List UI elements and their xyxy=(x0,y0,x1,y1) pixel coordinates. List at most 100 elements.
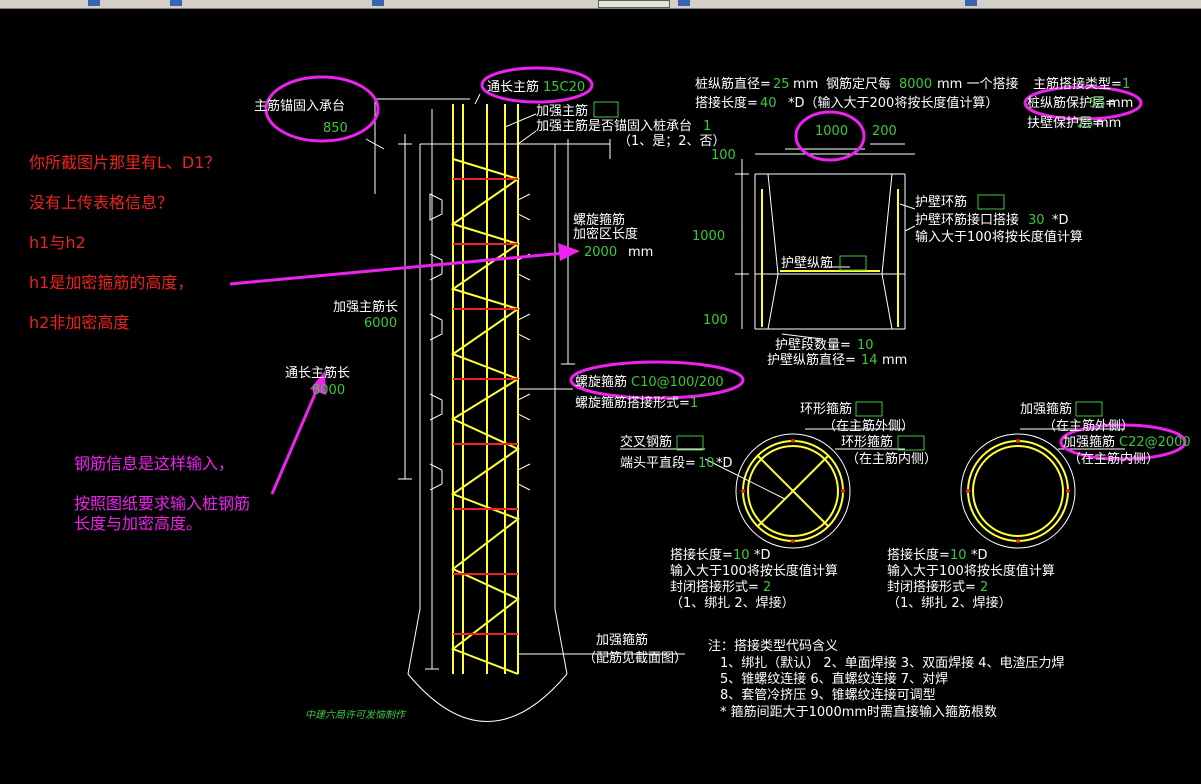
main-bar-value[interactable]: 15C20 xyxy=(543,80,585,95)
dense-len-value[interactable]: 2000 xyxy=(584,245,617,260)
stiffening-stirrups xyxy=(453,178,518,635)
notes-line-3: 8、套管冷挤压 9、锥螺纹连接可调型 xyxy=(720,687,936,703)
end-value[interactable]: 10 xyxy=(698,456,715,471)
highlight-dim-1000 xyxy=(794,110,866,162)
toolbar-icon[interactable] xyxy=(88,0,100,6)
extra-anchor-options: （1、是；2、否） xyxy=(618,134,726,149)
dim-top[interactable]: 1000 xyxy=(815,124,848,139)
dia-unit: mm xyxy=(793,77,818,92)
ring-bar-input[interactable] xyxy=(977,194,1005,210)
extra-len-label: 加强主筋长 xyxy=(333,299,398,315)
long-dia-value[interactable]: 14 xyxy=(861,353,878,368)
right-lap-value[interactable]: 10 xyxy=(950,548,967,563)
section-left-drawing xyxy=(620,428,905,549)
cover-unit: mm xyxy=(1108,96,1133,111)
pile-rebar-drawing: 你所截图片那里有L、D1？ 没有上传表格信息？ h1与h2 h1是加密箍筋的高度… xyxy=(29,66,1191,722)
annotation-red-5: h2非加密高度 xyxy=(29,313,129,332)
ring-lap-note: 输入大于100将按长度值计算 xyxy=(915,229,1083,245)
toolbar-icon[interactable] xyxy=(372,0,384,6)
toolbar-strip xyxy=(0,0,1201,9)
right-lap-note: 输入大于100将按长度值计算 xyxy=(887,563,1055,579)
annotation-red-3: h1与h2 xyxy=(29,233,86,252)
extra-bar-input[interactable] xyxy=(593,101,619,118)
lap-type-label: 主筋搭接类型= xyxy=(1033,76,1122,92)
stiff-in-value[interactable]: C22@2000 xyxy=(1119,435,1191,450)
left-close-value[interactable]: 2 xyxy=(763,580,771,595)
cover-label: 桩纵筋保护层= xyxy=(1027,95,1116,111)
right-close-options: （1、绑扎 2、焊接） xyxy=(887,595,1012,611)
extra-anchor-value[interactable]: 1 xyxy=(703,119,711,134)
cad-drawing-canvas[interactable]: 你所截图片那里有L、D1？ 没有上传表格信息？ h1与h2 h1是加密箍筋的高度… xyxy=(0,9,1201,784)
extra-bar-label: 加强主筋 xyxy=(536,103,588,119)
stiff-out-label: 加强箍筋 xyxy=(1020,401,1072,417)
ring-out-label: 环形箍筋 xyxy=(800,401,852,417)
stiff-label: 加强箍筋 xyxy=(596,632,648,648)
cover-value[interactable]: 55 xyxy=(1089,96,1106,111)
left-close-options: （1、绑扎 2、焊接） xyxy=(670,595,795,611)
highlight-stiff-ring xyxy=(1059,423,1187,461)
end-unit: *D xyxy=(716,456,733,471)
right-close-value[interactable]: 2 xyxy=(980,580,988,595)
count-value[interactable]: 10 xyxy=(857,338,874,353)
ring-lap-value[interactable]: 30 xyxy=(1028,213,1045,228)
highlight-cover xyxy=(1023,85,1143,121)
cross-label: 交叉钢筋 xyxy=(620,434,672,450)
annotation-red-1: 你所截图片那里有L、D1？ xyxy=(29,153,220,172)
stiff-out-note: （在主筋外侧） xyxy=(1043,418,1134,434)
lap-len-value[interactable]: 40 xyxy=(760,96,777,111)
dense-len-unit: mm xyxy=(628,245,653,260)
annotation-pink-1: 钢筋信息是这样输入， xyxy=(74,454,234,473)
dim-left-bot[interactable]: 100 xyxy=(703,313,728,328)
fix-value[interactable]: 8000 xyxy=(899,77,932,92)
left-lap-note: 输入大于100将按长度值计算 xyxy=(670,563,838,579)
notes-line-4: * 箍筋间距大于1000mm时需直接输入箍筋根数 xyxy=(720,704,997,720)
ring-out-input[interactable] xyxy=(855,401,883,417)
count-label: 护壁段数量= xyxy=(775,338,851,353)
extra-anchor-label: 加强主筋是否锚固入桩承台 xyxy=(536,118,692,134)
annotation-red-4: h1是加密箍筋的高度， xyxy=(29,273,193,292)
wall-cover-label: 扶壁保护层= xyxy=(1027,116,1103,131)
left-close-label: 封闭搭接形式= xyxy=(670,579,759,595)
ring-out-note: （在主筋外侧） xyxy=(823,418,914,434)
stiff-in-label: 加强箍筋 xyxy=(1063,434,1115,450)
lap-len-label: 搭接长度= xyxy=(695,95,758,111)
right-close-label: 封闭搭接形式= xyxy=(887,579,976,595)
spiral-label: 螺旋箍筋 xyxy=(573,212,625,228)
anchor-value[interactable]: 850 xyxy=(323,121,348,136)
main-bar-label: 通长主筋 xyxy=(487,79,539,95)
toolbar-icon[interactable] xyxy=(678,0,690,6)
spiral-bar-value[interactable]: C10@100/200 xyxy=(631,375,724,390)
total-len-value[interactable]: 8000 xyxy=(312,383,345,398)
dim-left-mid[interactable]: 1000 xyxy=(692,229,725,244)
stiff-in-note: （在主筋内侧） xyxy=(1068,451,1159,467)
toolbar-icon[interactable] xyxy=(170,0,182,6)
long-dia-unit: mm xyxy=(882,353,907,368)
extra-len-value[interactable]: 6000 xyxy=(364,316,397,331)
long-bar-input[interactable] xyxy=(839,255,867,271)
wall-cover-value[interactable]: 25 xyxy=(1077,116,1094,131)
ring-lap-label: 护壁环筋接口搭接 xyxy=(915,212,1019,228)
highlight-spiral xyxy=(569,360,745,400)
left-lap-unit: *D xyxy=(754,548,771,563)
toolbar-icon[interactable] xyxy=(965,0,977,6)
toolbar-field[interactable] xyxy=(598,0,670,8)
spiral-lap-value[interactable]: 1 xyxy=(690,396,698,411)
lap-len-note: *D（输入大于200将按长度值计算） xyxy=(788,95,998,111)
annotation-red-2: 没有上传表格信息？ xyxy=(29,193,173,212)
total-len-label: 通长主筋长 xyxy=(285,365,350,381)
lap-type-value[interactable]: 1 xyxy=(1122,77,1130,92)
credit-text: 中建六局许可发恼制作 xyxy=(305,709,407,721)
wall-cover-unit: mm xyxy=(1096,116,1121,131)
cross-bar-input[interactable] xyxy=(676,435,704,451)
stiff-out-input[interactable] xyxy=(1075,401,1103,417)
left-lap-value[interactable]: 10 xyxy=(733,548,750,563)
ring-in-label: 环形箍筋 xyxy=(841,434,893,450)
ring-in-input[interactable] xyxy=(897,435,925,451)
fix-label: 钢筋定尺每 xyxy=(826,76,891,92)
dim-left-top[interactable]: 100 xyxy=(711,148,736,163)
left-lap-label: 搭接长度= xyxy=(670,547,733,563)
dim-top-right[interactable]: 200 xyxy=(872,124,897,139)
fix-unit: mm 一个搭接 xyxy=(937,76,1018,92)
ring-label: 护壁环筋 xyxy=(915,194,967,210)
dia-value[interactable]: 25 xyxy=(773,77,790,92)
